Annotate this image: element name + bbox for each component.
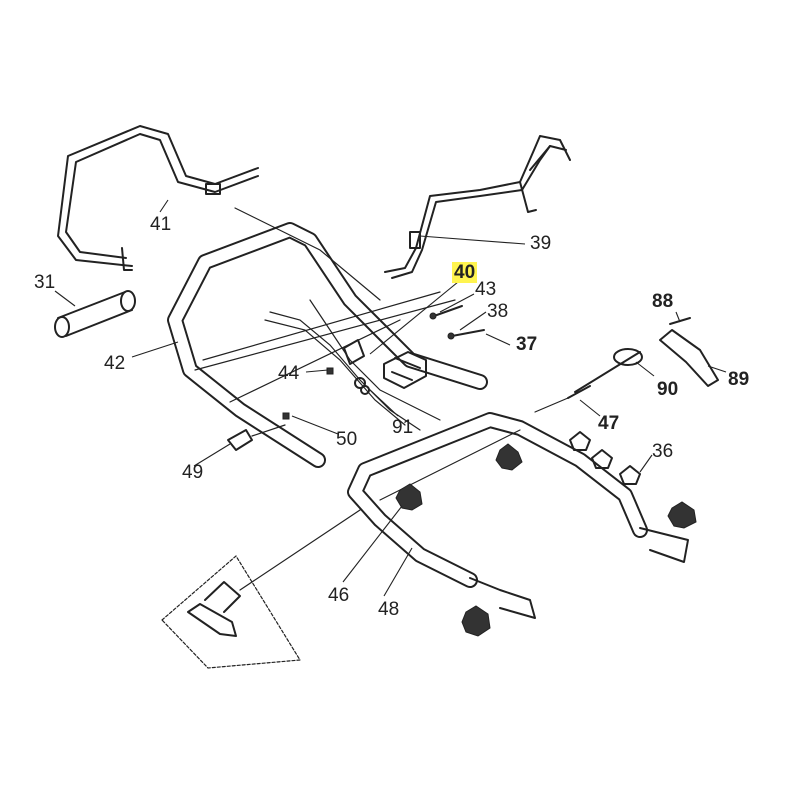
brake-lever-part [534,317,719,413]
callout-39: 39 [530,233,552,254]
callout-49: 49 [182,462,204,483]
cable-clip-part [227,424,286,451]
callout-89: 89 [728,369,750,390]
callout-40: 40 [452,262,478,283]
clamps [569,431,641,485]
callout-36: 36 [652,441,674,462]
bail-bar-part [57,125,259,271]
callout-42: 42 [104,353,126,374]
callout-31: 31 [34,272,56,293]
callout-46: 46 [328,585,350,606]
callout-37: 37 [516,334,538,355]
callout-43: 43 [475,279,497,300]
switch-box-part [343,339,427,389]
callout-44: 44 [278,363,300,384]
callout-50: 50 [336,429,358,450]
small-nuts [282,367,370,420]
bolts [429,305,485,340]
callout-41: 41 [150,214,172,235]
leader-lines [54,199,727,597]
upper-handle-part [167,222,488,468]
callout-38: 38 [487,301,509,322]
drive-bail-part [384,135,571,279]
inset-detail [161,509,361,669]
grip-sleeve-part [54,290,136,338]
star-knobs [395,443,697,637]
callout-48: 48 [378,599,400,620]
callout-90: 90 [657,379,679,400]
callout-88: 88 [652,291,674,312]
callout-91: 91 [392,417,414,438]
lower-handle-part [347,412,689,619]
callout-47: 47 [598,413,620,434]
